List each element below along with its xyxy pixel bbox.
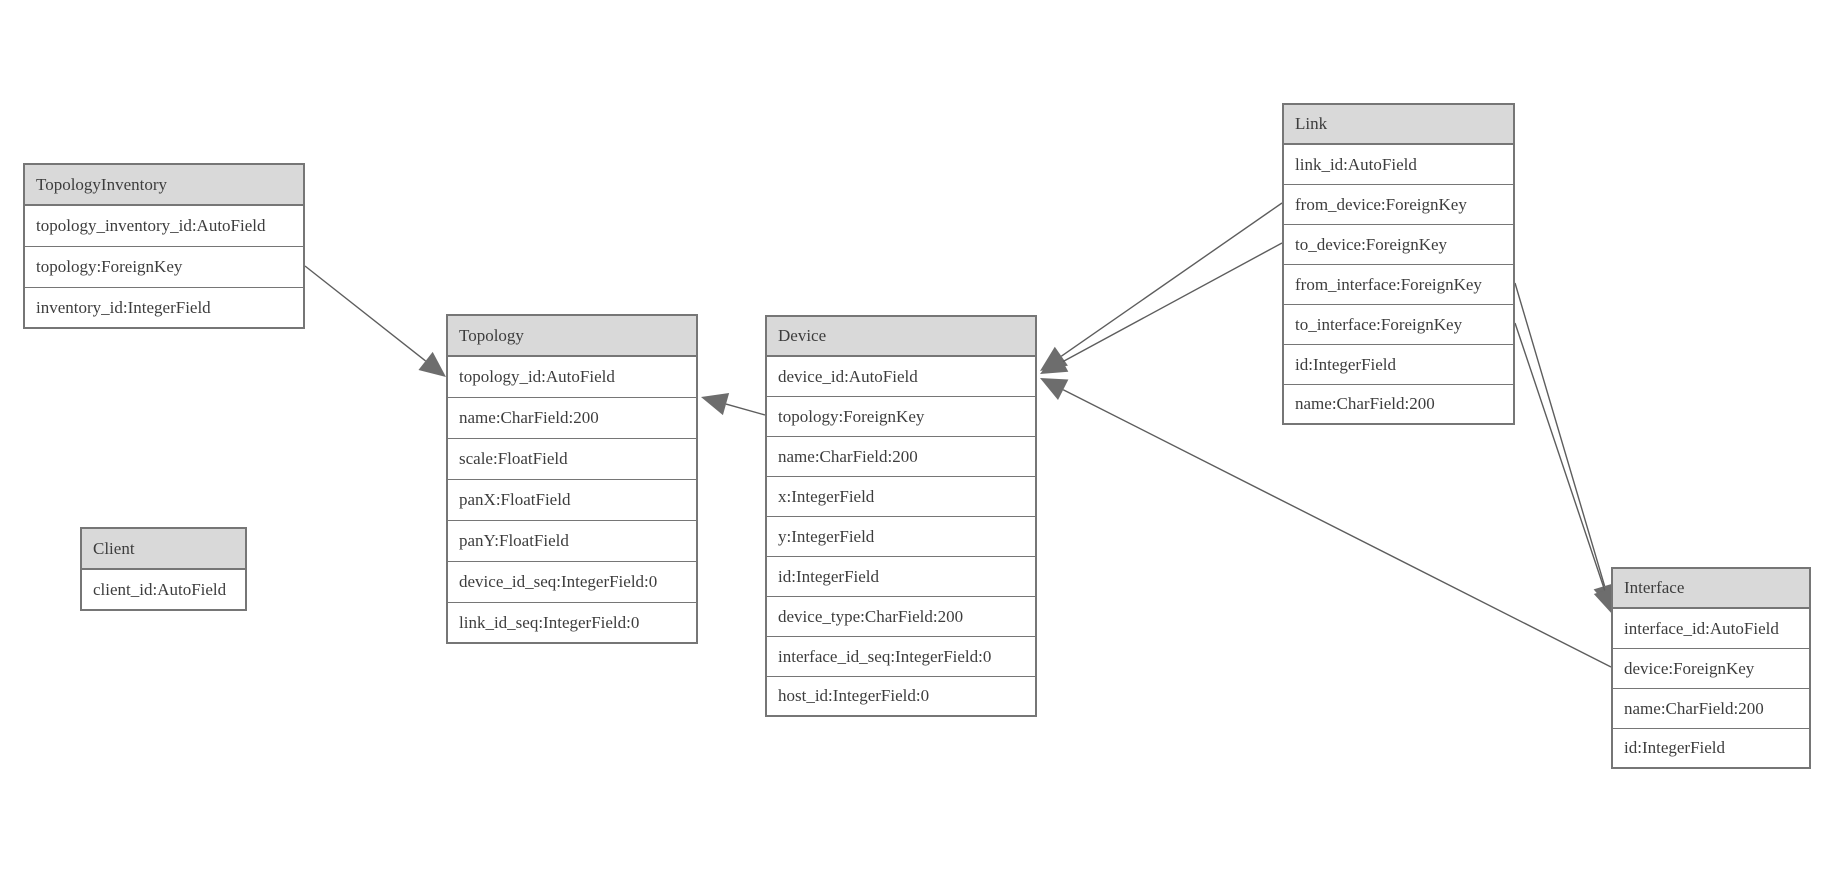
entity-topology-inventory-title: TopologyInventory [25, 165, 303, 206]
entity-device-field-row: name:CharField:200 [767, 437, 1035, 477]
relationship-arrowhead [1593, 586, 1616, 615]
entity-link-field-row: from_device:ForeignKey [1284, 185, 1513, 225]
entity-interface-field-row: id:IntegerField [1613, 729, 1809, 767]
relationship-line [1514, 322, 1606, 591]
entity-topology-field-row: device_id_seq:IntegerField:0 [448, 562, 696, 603]
entity-topology-field-row: panX:FloatField [448, 480, 696, 521]
entity-link-field-row: id:IntegerField [1284, 345, 1513, 385]
entity-topology-inventory-field-row: topology_inventory_id:AutoField [25, 206, 303, 247]
relationship-arrowhead [1040, 378, 1069, 401]
entity-link-field-row: link_id:AutoField [1284, 145, 1513, 185]
entity-device-field-row: device_type:CharField:200 [767, 597, 1035, 637]
entity-link-field-row: to_interface:ForeignKey [1284, 305, 1513, 345]
entity-device-field-row: y:IntegerField [767, 517, 1035, 557]
entity-topology-inventory-field-row: inventory_id:IntegerField [25, 288, 303, 327]
relationship-line [1062, 389, 1612, 668]
entity-topology-field-row: topology_id:AutoField [448, 357, 696, 398]
entity-link-field-row: from_interface:ForeignKey [1284, 265, 1513, 305]
entity-device-title: Device [767, 317, 1035, 357]
relationship-arrowhead [418, 351, 446, 377]
entity-topology-field-row: link_id_seq:IntegerField:0 [448, 603, 696, 642]
entity-device-field-row: device_id:AutoField [767, 357, 1035, 397]
relationship-line [1514, 282, 1606, 587]
entity-interface-title: Interface [1613, 569, 1809, 609]
entity-device-field-row: host_id:IntegerField:0 [767, 677, 1035, 715]
entity-link-title: Link [1284, 105, 1513, 145]
relationship-arrowhead [701, 392, 730, 416]
entity-device-field-row: x:IntegerField [767, 477, 1035, 517]
entity-interface-field-row: name:CharField:200 [1613, 689, 1809, 729]
entity-topology-title: Topology [448, 316, 696, 357]
entity-topology-inventory-field-row: topology:ForeignKey [25, 247, 303, 288]
entity-link-field-row: to_device:ForeignKey [1284, 225, 1513, 265]
relationship-line [725, 403, 766, 416]
entity-topology-field-row: name:CharField:200 [448, 398, 696, 439]
entity-device-field-row: id:IntegerField [767, 557, 1035, 597]
relationship-line [304, 265, 427, 362]
relationship-arrowhead [1040, 351, 1069, 374]
entity-device-field-row: topology:ForeignKey [767, 397, 1035, 437]
entity-device-field-row: interface_id_seq:IntegerField:0 [767, 637, 1035, 677]
entity-interface-field-row: device:ForeignKey [1613, 649, 1809, 689]
entity-client-title: Client [82, 529, 245, 570]
entity-client-field-row: client_id:AutoField [82, 570, 245, 609]
entity-link-field-row: name:CharField:200 [1284, 385, 1513, 423]
relationship-line [1060, 202, 1283, 357]
entity-topology-field-row: panY:FloatField [448, 521, 696, 562]
entity-interface-field-row: interface_id:AutoField [1613, 609, 1809, 649]
entity-topology-field-row: scale:FloatField [448, 439, 696, 480]
relationship-line [1062, 242, 1283, 363]
